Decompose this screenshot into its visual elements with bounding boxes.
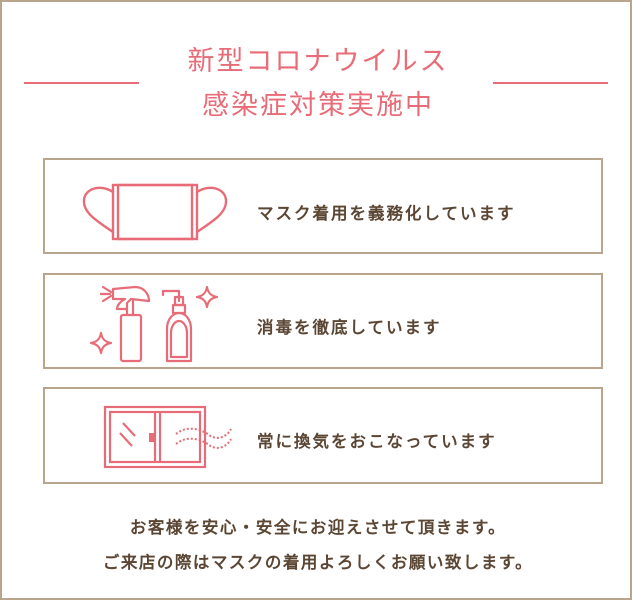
window-ventilation-icon	[103, 405, 232, 469]
title-rule-left	[24, 82, 139, 84]
footer-line-2: ご来店の際はマスクの着用よろしくお願い致します。	[102, 553, 534, 572]
title-rule-right	[493, 82, 608, 84]
mask-icon	[82, 183, 228, 241]
measure-label-mask: マスク着用を義務化しています	[257, 204, 516, 223]
disinfectant-bottles-icon	[89, 285, 219, 363]
measure-item-mask: マスク着用を義務化しています	[43, 158, 603, 254]
page-title: 新型コロナウイルス 感染症対策実施中	[2, 40, 632, 128]
title-line-1: 新型コロナウイルス	[187, 46, 449, 77]
measure-label-ventilation: 常に換気をおこなっています	[257, 432, 497, 451]
measure-label-disinfection: 消毒を徹底しています	[257, 318, 442, 337]
measure-item-ventilation: 常に換気をおこなっています	[43, 387, 603, 484]
measure-item-disinfection: 消毒を徹底しています	[43, 273, 603, 369]
footer-message: お客様を安心・安全にお迎えさせて頂きます。 ご来店の際はマスクの着用よろしくお願…	[2, 510, 632, 580]
footer-line-1: お客様を安心・安全にお迎えさせて頂きます。	[129, 518, 507, 537]
title-line-2: 感染症対策実施中	[202, 90, 434, 121]
